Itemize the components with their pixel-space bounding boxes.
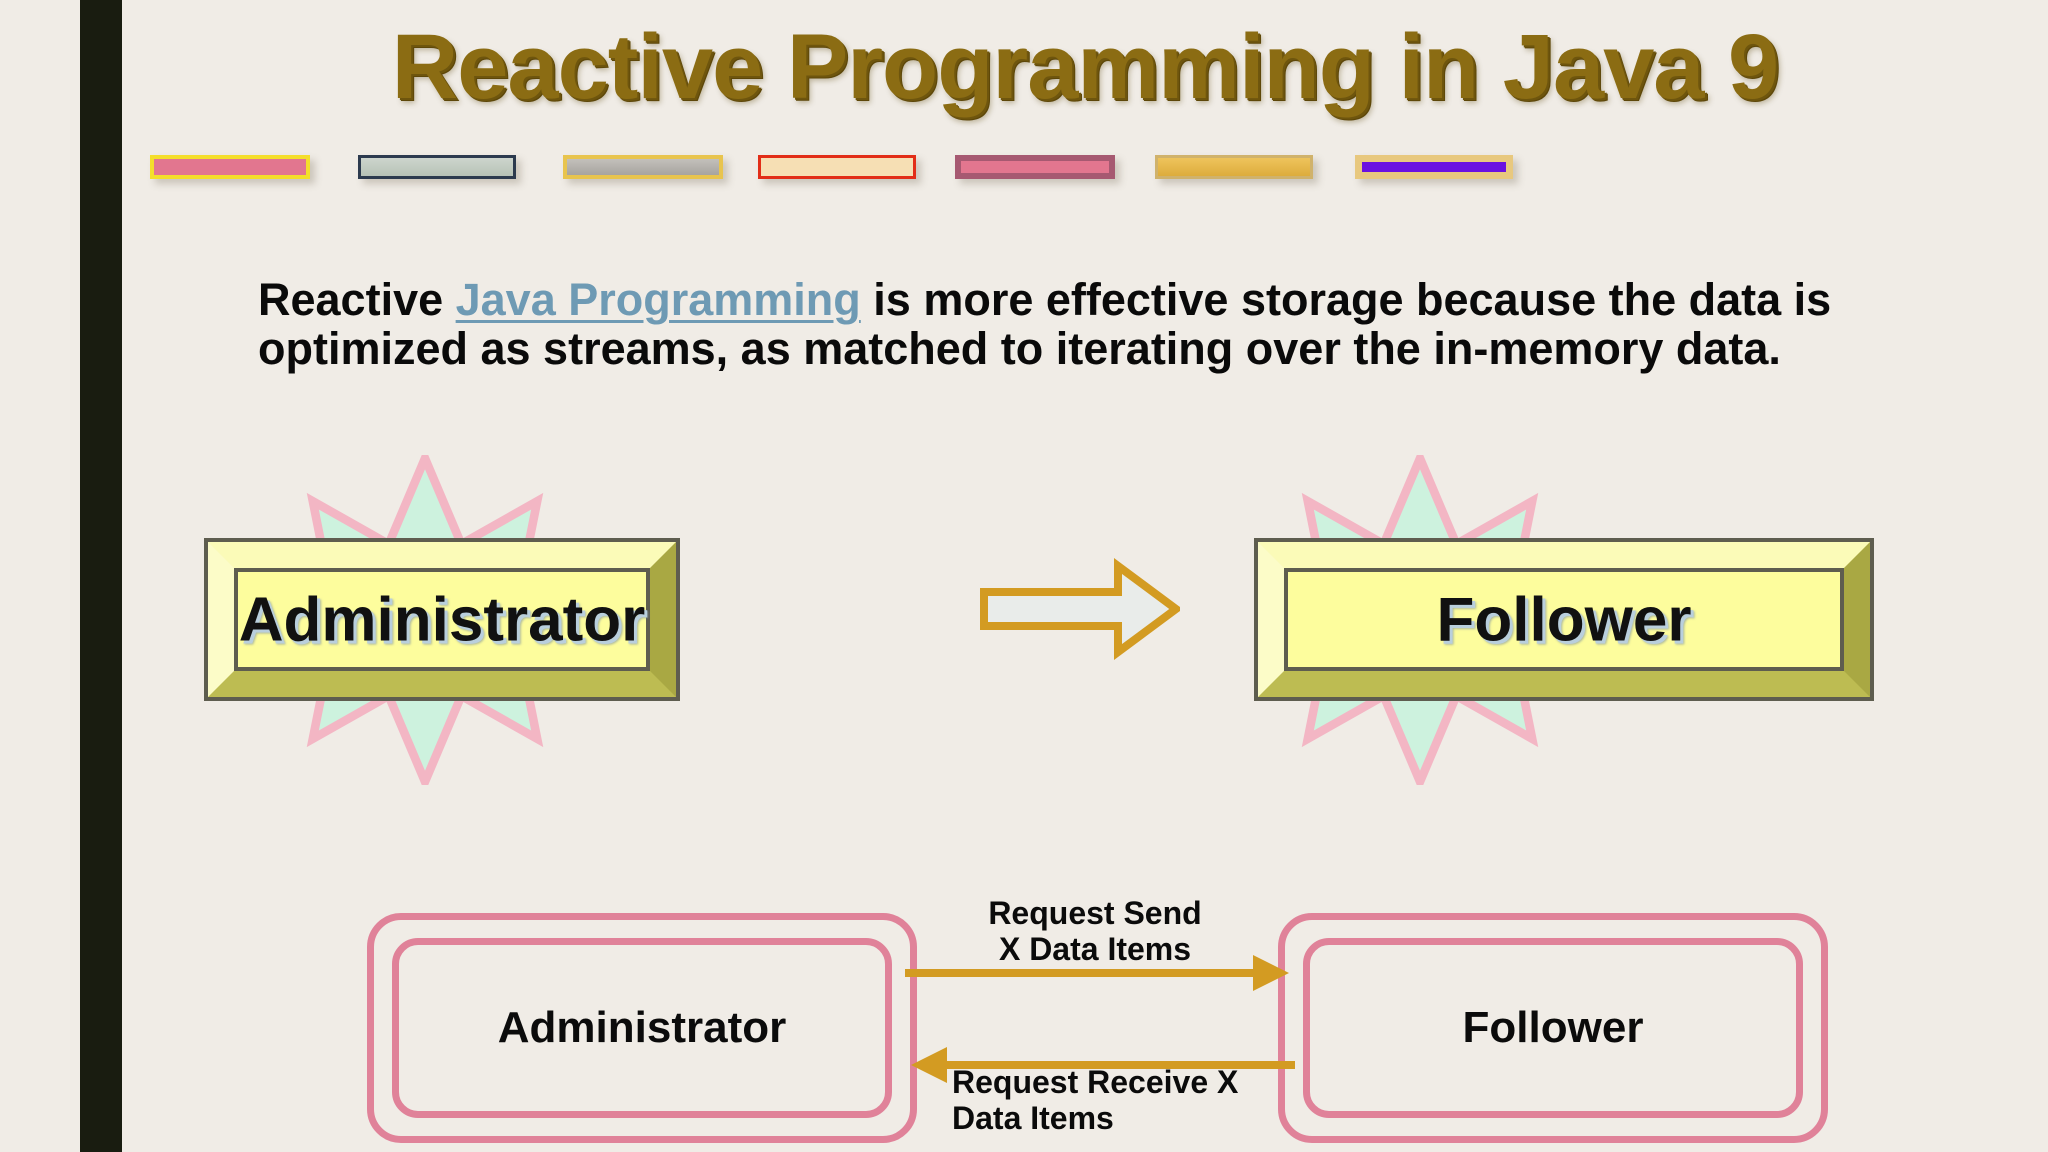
sequence-node-administrator-inner: Administrator <box>392 938 892 1118</box>
arrow-label-request-send: Request Send X Data Items <box>975 895 1215 968</box>
deco-bar-violet <box>1355 155 1513 179</box>
arrow-label-request-receive-line2: Data Items <box>952 1099 1114 1136</box>
arrow-label-request-send-line1: Request Send <box>988 895 1202 931</box>
sequence-arrows <box>905 955 1295 1083</box>
deco-bar-peach <box>758 155 916 179</box>
follower-bevel-box[interactable]: Follower <box>1254 538 1874 701</box>
sequence-node-follower-label: Follower <box>1462 1003 1644 1052</box>
deco-bar-rose <box>150 155 310 179</box>
body-rest-line1: is more effective storage because the da… <box>860 274 1832 325</box>
deco-bar-mauve <box>955 155 1115 179</box>
arrow-request-receive <box>911 1047 1295 1083</box>
sequence-node-follower-inner: Follower <box>1303 938 1803 1118</box>
body-line2: optimized as streams, as matched to iter… <box>258 322 1781 374</box>
body-paragraph: Reactive Java Programming is more effect… <box>258 274 1898 374</box>
slide-title-text: Reactive Programming in Java 9 <box>391 15 1779 118</box>
sequence-node-follower[interactable]: Follower <box>1278 913 1828 1143</box>
deco-bar-gray <box>563 155 723 179</box>
java-programming-link[interactable]: Java Programming <box>455 274 861 325</box>
administrator-bevel-label: Administrator <box>238 585 646 654</box>
sequence-node-administrator[interactable]: Administrator <box>367 913 917 1143</box>
decorative-bar-row <box>150 155 2010 185</box>
block-arrow-right-icon <box>980 558 1183 660</box>
block-arrow-container <box>980 558 1183 660</box>
body-lead-text: Reactive <box>258 274 456 325</box>
arrow-label-request-receive-line1: Request Receive X <box>952 1064 1239 1100</box>
slide-title: Reactive Programming in Java 9 <box>122 4 2048 129</box>
administrator-bevel-box[interactable]: Administrator <box>204 538 680 701</box>
left-accent-spine <box>80 0 122 1152</box>
deco-bar-gold <box>1155 155 1313 179</box>
arrow-label-request-send-line2: X Data Items <box>998 930 1192 967</box>
sequence-node-administrator-label: Administrator <box>497 1003 787 1052</box>
follower-bevel-label: Follower <box>1436 585 1692 654</box>
arrow-request-send <box>905 955 1289 991</box>
deco-bar-slate-gray <box>358 155 516 179</box>
arrow-label-request-receive: Request Receive X Data Items <box>952 1064 1282 1137</box>
